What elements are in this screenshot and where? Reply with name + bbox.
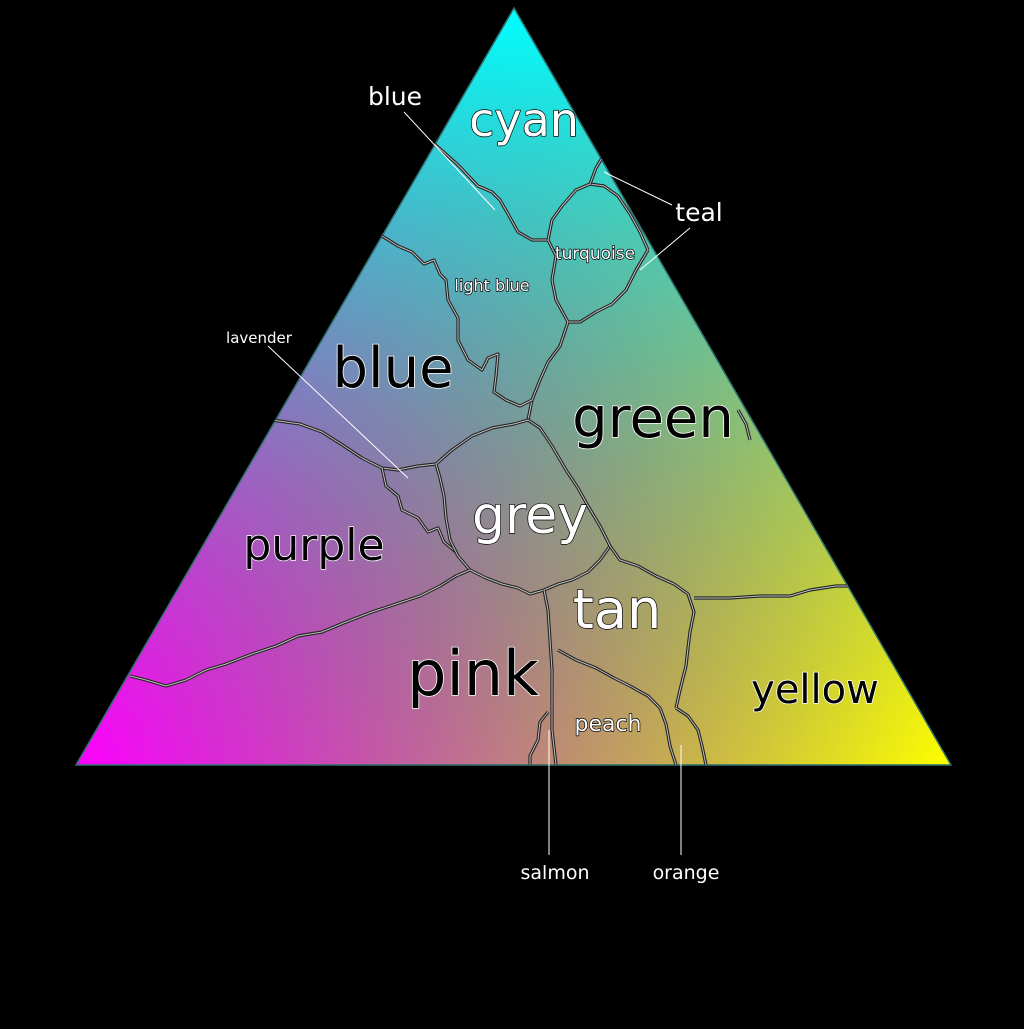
green-edge-boundary-highlight <box>737 409 751 441</box>
salmon-boundary-highlight <box>529 711 549 765</box>
callout-labels: blue teal lavender salmon orange <box>226 82 723 884</box>
tan-yellow-boundary-highlight <box>694 585 850 599</box>
turquoise-green-boundary-highlight <box>568 249 649 323</box>
triangle-outline <box>74 6 953 766</box>
light-blue-boundary-highlight <box>381 235 533 407</box>
region-label-peach: peach <box>574 712 641 737</box>
teal-leader-line-2 <box>639 227 691 271</box>
peach-boundary-highlight <box>557 649 677 765</box>
callout-label-orange: orange <box>653 862 720 884</box>
region-label-pink: pink <box>407 637 539 710</box>
cyan-turquoise-boundary-highlight <box>547 183 649 251</box>
orange-boundary-highlight <box>675 707 707 765</box>
yellow-gradient-layer <box>76 8 951 765</box>
region-label-grey: grey <box>472 486 588 546</box>
color-field <box>74 6 953 766</box>
callout-label-teal: teal <box>675 198 722 227</box>
grey-region-boundary-highlight <box>435 419 611 595</box>
region-label-cyan: cyan <box>469 93 579 147</box>
cyan-blue-boundary-highlight <box>429 139 569 421</box>
purple-pink-boundary-highlight <box>129 569 471 687</box>
region-label-yellow: yellow <box>751 667 879 713</box>
region-label-blue: blue <box>332 336 453 401</box>
teal-leader-line-1 <box>603 171 673 206</box>
green-tan-boundary-highlight <box>609 545 695 709</box>
region-boundaries <box>129 138 850 765</box>
region-labels: cyan blue green grey purple tan pink yel… <box>243 92 880 737</box>
blue-purple-boundary-highlight <box>271 419 437 471</box>
callout-label-salmon: salmon <box>521 862 590 884</box>
lavender-boundary-highlight <box>381 467 457 553</box>
callout-label-lavender: lavender <box>226 329 293 347</box>
region-label-turquoise: turquoise <box>555 244 635 264</box>
region-label-green: green <box>572 386 734 451</box>
callout-label-blue: blue <box>368 82 422 111</box>
lavender-leader-line <box>267 345 409 479</box>
blue-leader-line <box>403 111 496 211</box>
pink-tan-boundary-highlight <box>543 589 557 765</box>
region-label-purple: purple <box>243 520 384 571</box>
leader-lines <box>267 111 691 855</box>
region-label-light-blue: light blue <box>454 276 529 295</box>
cyan-teal-boundary-highlight <box>589 157 603 185</box>
region-label-tan: tan <box>573 578 662 641</box>
